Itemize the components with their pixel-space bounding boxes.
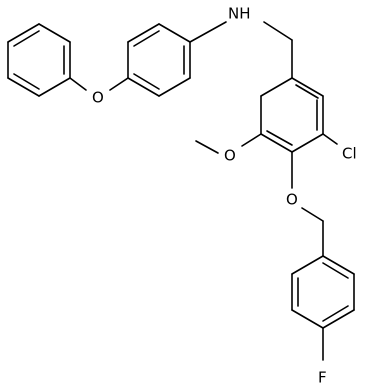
amine-label: NH [228, 5, 251, 23]
fluorophenyl-ring [291, 255, 355, 361]
amine-linker [189, 21, 293, 79]
aniline-ring [127, 23, 191, 97]
chlorine-label: Cl [342, 145, 357, 163]
phenoxy-bridge [69, 77, 129, 91]
chloro-bond [322, 133, 338, 145]
fluorine-label: F [318, 369, 327, 387]
methoxy-group [195, 133, 262, 154]
phenyl-ring-terminal [7, 23, 71, 97]
central-ring [260, 77, 324, 153]
benzyloxy-linker [291, 151, 324, 257]
methoxy-oxygen-label: O [224, 147, 236, 165]
phenoxy-oxygen-label: O [92, 89, 104, 107]
ether-oxygen-label: O [286, 191, 298, 209]
